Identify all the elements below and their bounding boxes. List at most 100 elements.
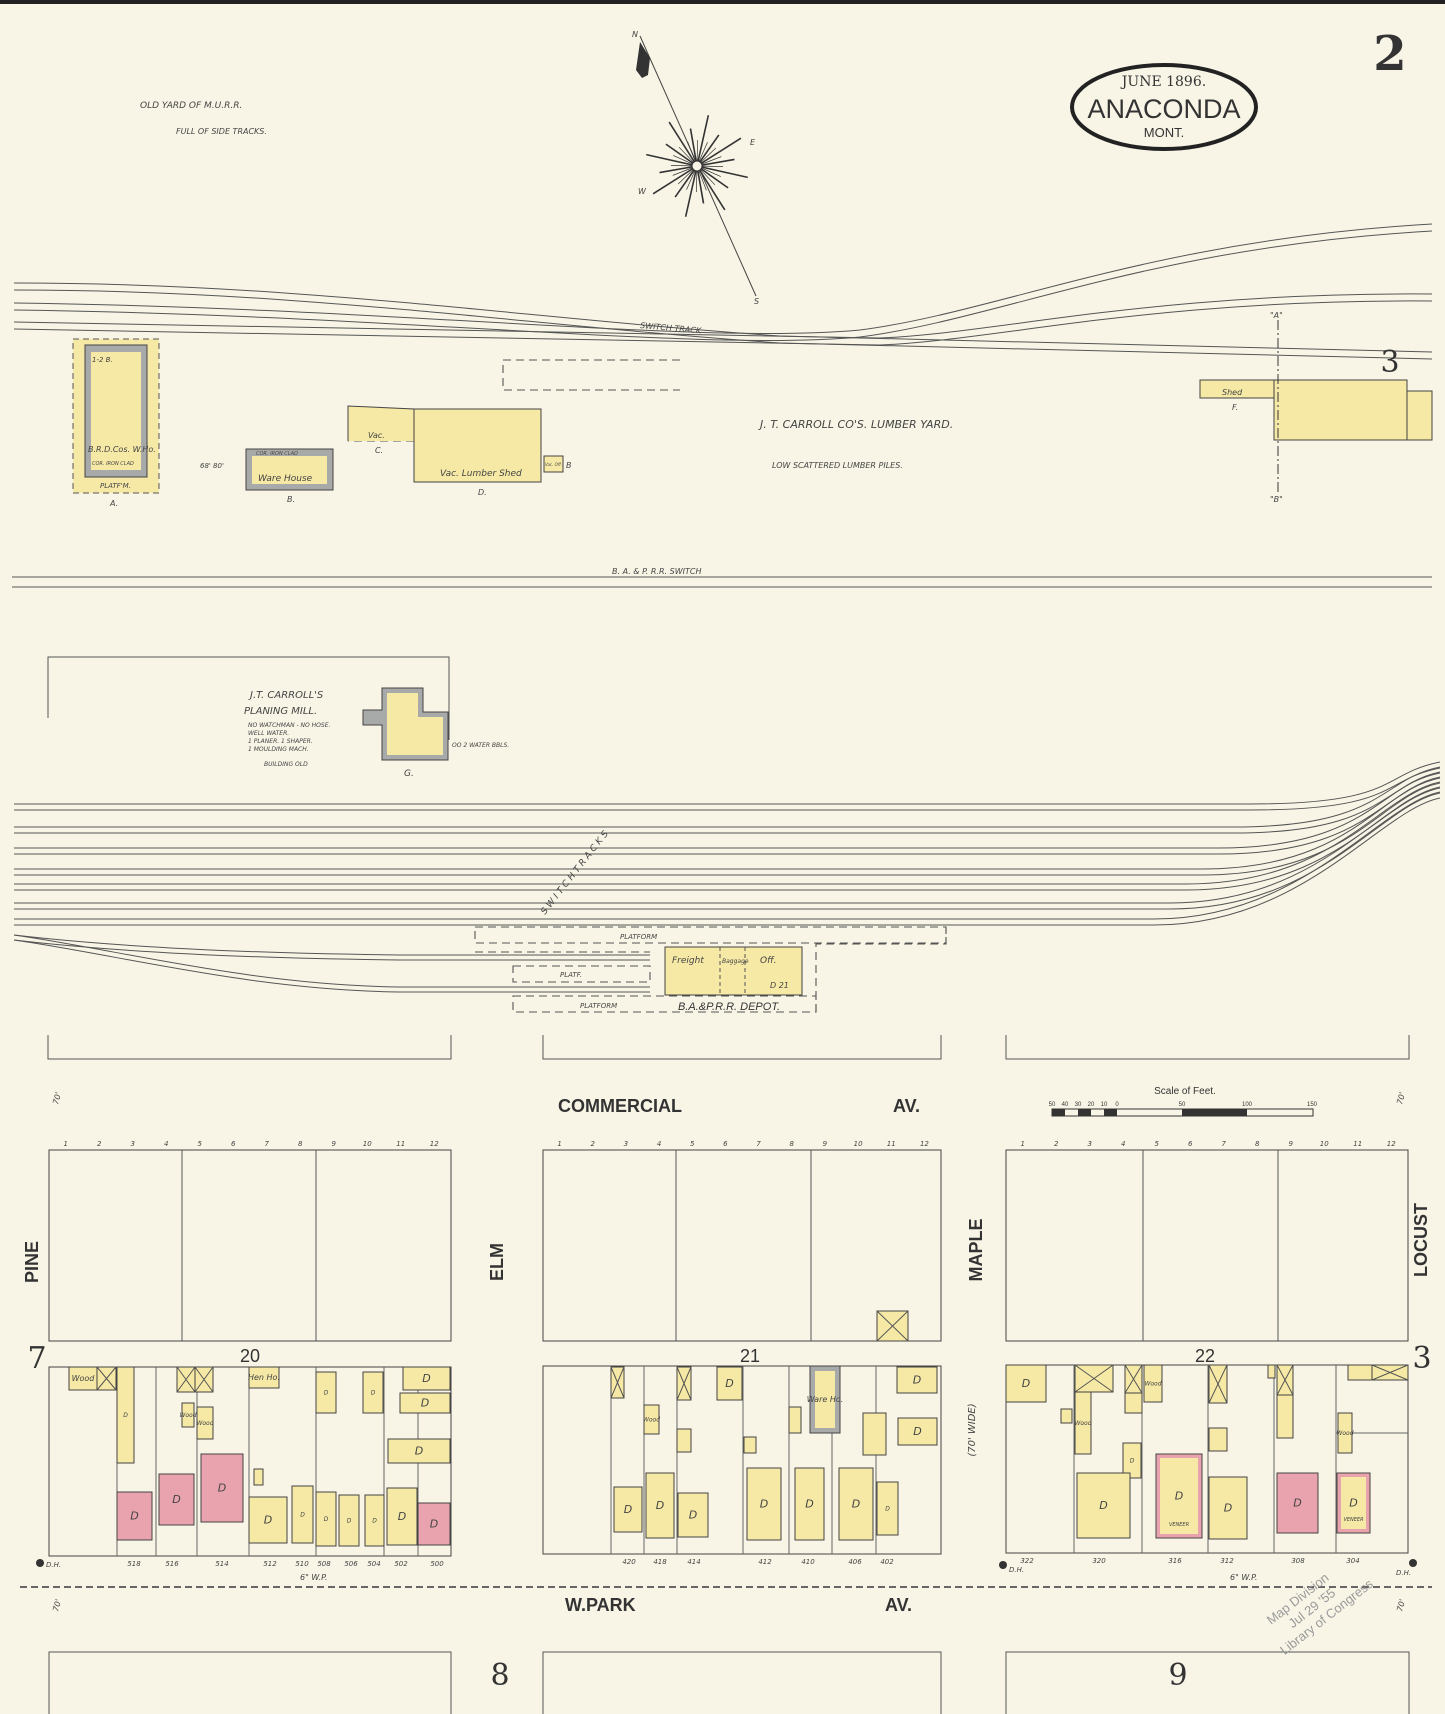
lumber-building — [1273, 379, 1408, 441]
street-address: 304 — [1346, 1557, 1359, 1565]
building-label: D — [264, 1514, 272, 1527]
mill-building — [387, 693, 443, 755]
lot-number: 9 — [1289, 1140, 1294, 1148]
street-address: 320 — [1092, 1557, 1106, 1565]
building-label: Wood — [643, 1417, 660, 1424]
building-d-letter: D. — [478, 488, 487, 497]
depot-office: Off. — [760, 956, 776, 966]
shed-cross-icon — [676, 1366, 692, 1401]
office-letter: B — [566, 461, 572, 470]
scale-tick-label: 30 — [1075, 1102, 1082, 1108]
yard-track — [14, 782, 1441, 876]
shed-cross-icon — [194, 1366, 214, 1393]
lot-number: 5 — [690, 1140, 695, 1148]
section-b-label: "B" — [1270, 495, 1283, 504]
street-address: 406 — [848, 1558, 862, 1566]
compass-ray — [668, 121, 698, 167]
platform-bottom — [512, 995, 817, 1013]
building-a-label: B.R.D.Cos. W.Ho. — [88, 445, 156, 454]
depot: PLATFORM PLATF. PLATFORM Freight Baggage… — [474, 926, 947, 1013]
compass-ray — [696, 165, 729, 189]
lot-number: 5 — [198, 1140, 203, 1148]
building-b-interior — [252, 456, 327, 484]
street-locust: LOCUST — [1411, 1203, 1431, 1277]
mill-letter: G. — [404, 769, 414, 779]
street-address: 414 — [687, 1558, 700, 1566]
platf-label: PLATF. — [560, 971, 582, 979]
streets: COMMERCIAL AV. W.PARK AV. PINE ELM MAPLE… — [20, 1091, 1432, 1615]
fleur-de-lis-icon — [636, 42, 650, 78]
street-address: 508 — [317, 1560, 331, 1568]
lot-number: 4 — [1121, 1140, 1125, 1148]
lower-block-outline — [1005, 1364, 1409, 1554]
mill-age: BUILDING OLD — [264, 761, 308, 768]
compass-ray — [684, 165, 698, 217]
frame-building — [1267, 1364, 1276, 1379]
building-label: Wood — [1144, 1381, 1161, 1388]
frame-building — [1208, 1427, 1228, 1452]
upper-block-outline — [1005, 1149, 1409, 1342]
depot-freight: Freight — [672, 956, 704, 966]
platform-top — [474, 926, 947, 944]
mill-lot-line — [47, 656, 450, 740]
shed-cross-icon — [1074, 1364, 1114, 1393]
lot-number: 4 — [657, 1140, 661, 1148]
building-label: D — [913, 1425, 921, 1438]
lot-number: 2 — [97, 1140, 102, 1148]
lot-number: 1 — [1021, 1140, 1025, 1148]
street-address: 316 — [1168, 1557, 1182, 1565]
building-label: Ware Ho. — [807, 1395, 844, 1404]
street-address: 500 — [430, 1560, 444, 1568]
upper-block-outline — [542, 1149, 942, 1342]
yard-track — [14, 772, 1441, 834]
lot-number: 1 — [64, 1140, 68, 1148]
lot-number: 11 — [1353, 1140, 1362, 1148]
compass-ray — [665, 143, 698, 167]
building-label: D — [324, 1516, 329, 1523]
lot-number: 3 — [131, 1140, 135, 1148]
planing-mill: J.T. CARROLL'S PLANING MILL. NO WATCHMAN… — [47, 656, 509, 779]
scale-tick-label: 0 — [1115, 1102, 1119, 1108]
building-label: Wood — [1336, 1430, 1353, 1437]
hydrant-label: D.H. — [1009, 1566, 1024, 1574]
street-address: 322 — [1020, 1557, 1034, 1565]
compass-n: N — [632, 30, 638, 39]
street-address: 418 — [653, 1558, 667, 1566]
building-a-letter: A. — [109, 499, 118, 508]
street-address: 506 — [344, 1560, 358, 1568]
building-label: D — [347, 1518, 352, 1525]
compass-center — [691, 160, 703, 172]
building-label: D — [852, 1498, 860, 1511]
building-label: D — [1349, 1497, 1357, 1510]
building-label: D — [421, 1397, 429, 1410]
compass-ray — [696, 137, 742, 167]
frame-building — [716, 1366, 743, 1401]
scale-tick-label: 20 — [1088, 1102, 1095, 1108]
building-label: Hen Ho. — [248, 1373, 280, 1382]
building-label: Wood — [1074, 1420, 1091, 1427]
title-cartouche: JUNE 1896. ANACONDA MONT. — [1070, 63, 1258, 151]
lot-number: 8 — [1255, 1140, 1260, 1148]
building-label: D — [1099, 1499, 1107, 1512]
lot-number: 6 — [231, 1140, 236, 1148]
yard-track — [14, 771, 1441, 849]
compass-ray — [696, 165, 705, 204]
street-commercial: COMMERCIAL — [558, 1096, 682, 1116]
frame-building — [1208, 1476, 1248, 1540]
adjoining-sheet: 9 — [1168, 1658, 1187, 1693]
street-address: 514 — [215, 1560, 228, 1568]
veneer-label: VENEER — [1169, 1522, 1189, 1528]
frame-building — [315, 1371, 337, 1414]
frame-building — [613, 1486, 643, 1533]
lot-number: 2 — [591, 1140, 596, 1148]
hydrant-icon — [1409, 1559, 1417, 1567]
frame-building — [1060, 1408, 1073, 1424]
depot-name: B.A.&P.R.R. DEPOT. — [678, 1001, 780, 1013]
building-label: D — [689, 1509, 697, 1522]
building-label: D — [1293, 1497, 1301, 1510]
compass-e: E — [750, 138, 756, 147]
frame-building — [338, 1494, 360, 1547]
lot-number: 5 — [1155, 1140, 1160, 1148]
